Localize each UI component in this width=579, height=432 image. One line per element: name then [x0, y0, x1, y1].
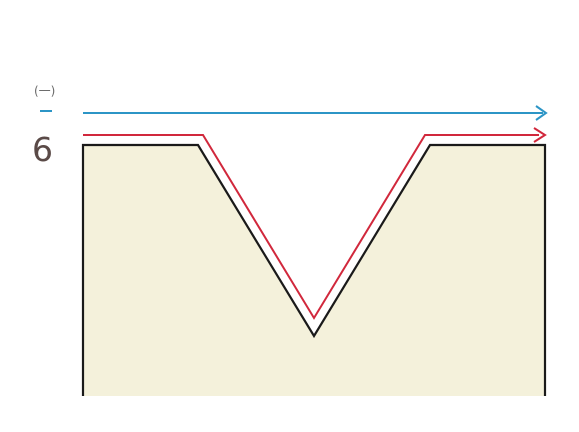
top-mark-label: (一) — [34, 84, 55, 98]
workpiece-block — [83, 145, 545, 396]
red-offset-path — [83, 134, 539, 320]
blue-arrowhead-icon — [535, 105, 548, 121]
workpiece-outline — [81, 143, 547, 396]
red-arrowhead-icon — [533, 127, 547, 143]
number-label: 6 — [32, 130, 53, 169]
